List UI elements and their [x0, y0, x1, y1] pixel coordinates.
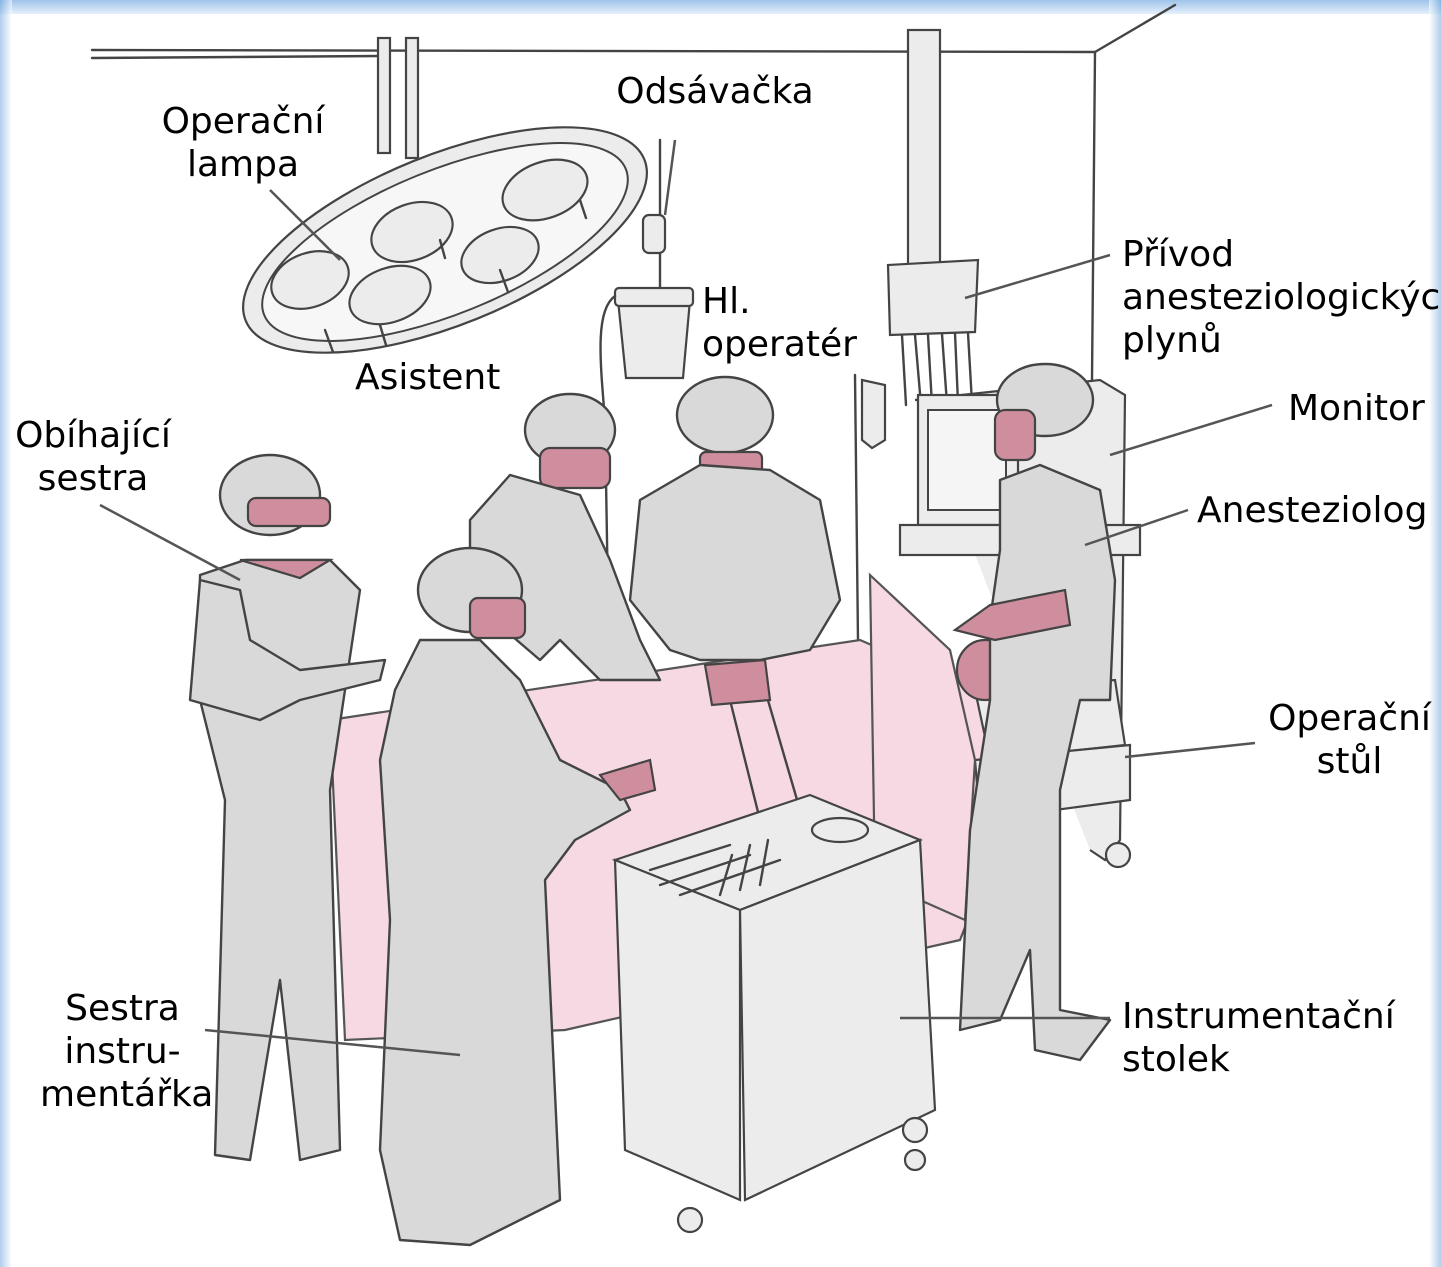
monitor-label: Monitor	[1288, 387, 1433, 430]
scrub-nurse-label: Sestra instru- mentářka	[40, 987, 205, 1116]
assistant-label: Asistent	[355, 356, 515, 399]
anesthesiologist-label: Anesteziolog	[1197, 489, 1432, 532]
anesthesia-gas-column	[888, 30, 978, 405]
operating-table-label: Operační stůl	[1262, 697, 1437, 783]
suction-label: Odsávačka	[595, 70, 835, 113]
instrument-table	[615, 795, 935, 1232]
instrument-table-label: Instrumentační stolek	[1122, 995, 1422, 1081]
main-surgeon-label: Hl. operatér	[702, 280, 862, 366]
operating-lamp-label: Operační lampa	[148, 100, 338, 186]
circulating-nurse-label: Obíhající sestra	[8, 414, 178, 500]
anesthesia-gas-supply-label: Přívod anesteziologických plynů	[1122, 233, 1437, 362]
